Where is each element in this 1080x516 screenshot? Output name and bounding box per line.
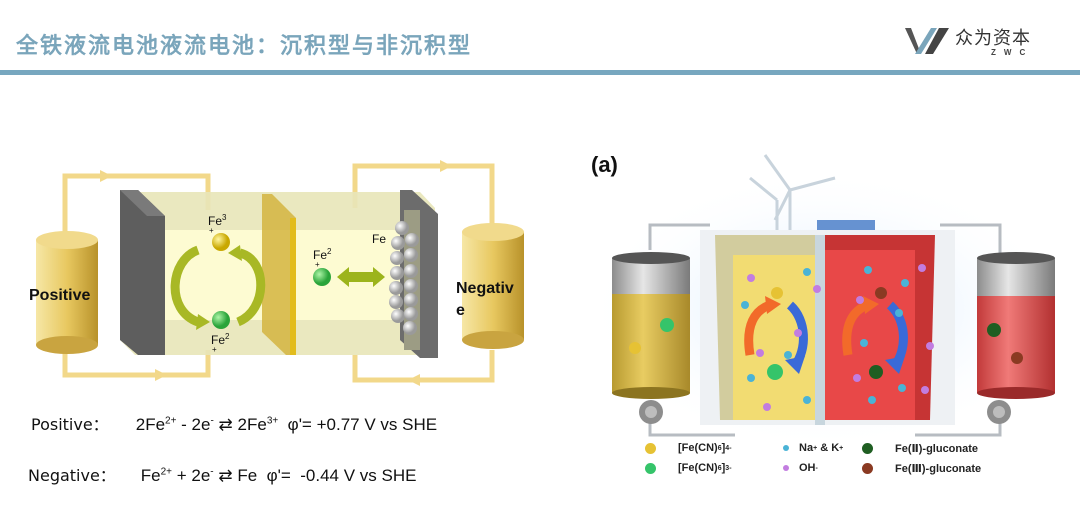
logo-text-en: ZWC: [991, 48, 1034, 57]
legend-1-close: ]: [721, 462, 726, 474]
negative-equation-label: Negative：: [28, 466, 116, 485]
legend-0-sup: 4-: [725, 444, 732, 452]
legend-2-base: Na: [799, 442, 814, 454]
eq-pos-potential: φ'= +0.77 V vs SHE: [278, 415, 438, 434]
panel-label-a: (a): [591, 152, 618, 177]
fe3-charge: 3: [222, 213, 227, 222]
fe2-left-base: Fe: [211, 333, 226, 347]
eq-neg-lhs: Fe: [140, 466, 161, 485]
non-deposition-battery-diagram: [585, 150, 1065, 440]
deposition-battery-diagram: Positive Negativ e Fe3 + Fe2 + Fe2 + Fe: [0, 150, 560, 390]
legend-0-sub: 6: [717, 444, 722, 452]
species-legend: [Fe(CN)6]4- [Fe(CN)6]3- Na+ & K+ OH- Fe(…: [640, 440, 1040, 480]
eq-pos-lhs: 2Fe: [135, 415, 166, 434]
positive-equation-label: Positive：: [31, 415, 109, 434]
eq-pos-rhs: 2Fe: [237, 415, 267, 434]
legend-1-sub: 6: [717, 464, 722, 472]
eq-pos-lhs-sup: 2+: [165, 415, 177, 427]
legend-item-fe3-gluconate: Fe(Ⅲ)-gluconate: [862, 462, 981, 475]
eq-pos-minus: - 2e: [176, 415, 211, 434]
legend-3-base: OH: [799, 462, 816, 474]
fe2-left-ion-label: Fe2: [211, 332, 229, 347]
oh-dot-icon: [783, 465, 789, 471]
negative-equation: Negative： Fe2+ + 2e- ⇄ Fe φ'= -0.44 V vs…: [28, 462, 416, 486]
eq-neg-potential: φ'= -0.44 V vs SHE: [257, 466, 417, 485]
battery-schematic: [36, 160, 524, 386]
legend-2-rest: & K: [817, 442, 840, 454]
legend-0-close: ]: [721, 442, 726, 454]
eq-neg-rhs: Fe: [237, 466, 258, 485]
ferrocyanide-dot-icon: [645, 442, 656, 454]
legend-item-na-k: Na+ & K+: [783, 442, 843, 454]
zwc-logo-icon: [905, 28, 949, 54]
legend-item-ferricyanide: [Fe(CN)6]3-: [645, 462, 732, 474]
fe2-gluconate-dot-icon: [862, 443, 873, 454]
legend-1-sup: 3-: [725, 464, 732, 472]
positive-equation: Positive： 2Fe2+ - 2e- ⇄ 2Fe3+ φ'= +0.77 …: [31, 411, 437, 435]
fe2-right-plus: +: [315, 260, 320, 269]
legend-item-ferrocyanide: [Fe(CN)6]4-: [645, 442, 732, 454]
fe2-right-base: Fe: [313, 248, 328, 262]
legend-0-base: [Fe(CN): [678, 442, 718, 454]
legend-5-text: Fe(Ⅲ)-gluconate: [895, 463, 982, 475]
eq-neg-e-sup: -: [210, 466, 214, 478]
fe3-ion-label: Fe3: [208, 213, 226, 228]
eq-neg-lhs-sup: 2+: [160, 466, 172, 478]
eq-neg-plus: + 2e: [171, 466, 211, 485]
fe-deposit-label: Fe: [372, 232, 387, 246]
legend-1-base: [Fe(CN): [678, 462, 718, 474]
na-k-dot-icon: [783, 445, 789, 451]
negative-tank-label-line1: Negativ: [456, 280, 514, 297]
eq-pos-e-sup: -: [210, 415, 214, 427]
fe2-left-plus: +: [212, 345, 217, 354]
eq-pos-arrow: ⇄: [213, 415, 238, 434]
negative-tank-label-line2: e: [456, 302, 465, 319]
fe3-base: Fe: [208, 214, 223, 228]
eq-pos-rhs-sup: 3+: [266, 415, 279, 427]
legend-2-sup: +: [813, 444, 818, 452]
ferricyanide-dot-icon: [645, 462, 656, 474]
logo: 众为资本 ZWC: [905, 22, 1065, 62]
fe2-right-charge: 2: [327, 247, 332, 256]
legend-item-oh: OH-: [783, 462, 818, 474]
fe3-gluconate-dot-icon: [862, 463, 873, 474]
fe2-left-charge: 2: [225, 332, 230, 341]
header-divider: [0, 70, 1080, 75]
page-title: 全铁液流电池液流电池：沉积型与非沉积型: [16, 34, 473, 59]
positive-tank-label: Positive: [29, 287, 91, 304]
legend-4-text: Fe(Ⅱ)-gluconate: [895, 443, 979, 455]
alkaline-battery-illustration: [585, 154, 1065, 440]
fe3-plus: +: [209, 226, 214, 235]
legend-item-fe2-gluconate: Fe(Ⅱ)-gluconate: [862, 442, 978, 455]
logo-text-cn: 众为资本: [955, 28, 1031, 49]
legend-2-sup2: +: [839, 444, 844, 452]
legend-3-sup: -: [815, 464, 818, 472]
eq-neg-arrow: ⇄: [213, 466, 238, 485]
fe2-right-ion-label: Fe2: [313, 247, 331, 262]
